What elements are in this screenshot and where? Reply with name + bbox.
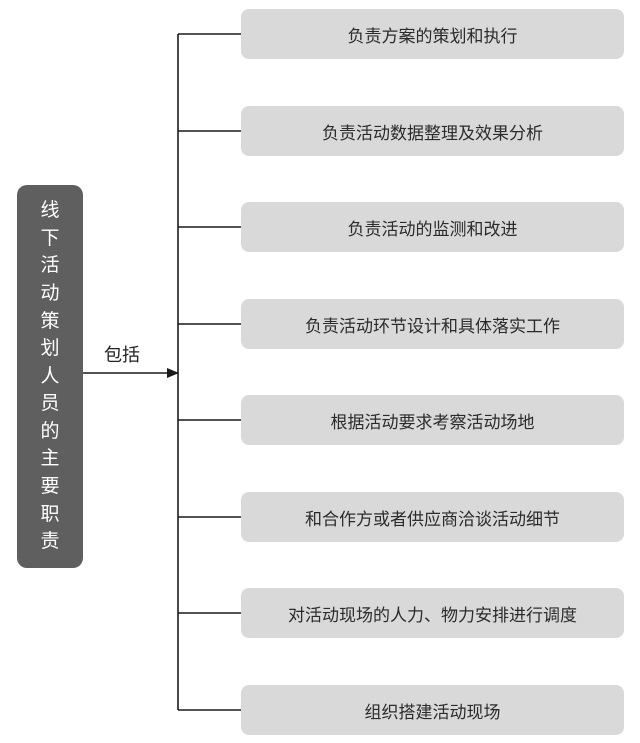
root-label-char: 责	[40, 530, 60, 553]
responsibility-item: 负责活动数据整理及效果分析	[241, 106, 624, 156]
root-label-char: 要	[40, 475, 60, 498]
root-label-char: 下	[40, 226, 60, 249]
responsibility-item: 负责方案的策划和执行	[241, 9, 624, 59]
responsibility-item: 和合作方或者供应商洽谈活动细节	[241, 492, 624, 542]
root-label-char: 员	[40, 392, 60, 415]
root-node: 线下活动策划人员的主要职责	[17, 185, 83, 568]
root-label-char: 职	[40, 502, 60, 525]
root-label-char: 策	[40, 309, 60, 332]
root-label-char: 活	[40, 254, 60, 277]
root-label-char: 动	[40, 281, 60, 304]
responsibility-item: 根据活动要求考察活动场地	[241, 395, 624, 445]
responsibility-item: 组织搭建活动现场	[241, 685, 624, 735]
root-label-char: 线	[40, 199, 60, 222]
edge-label-includes: 包括	[104, 345, 140, 366]
root-label-char: 的	[40, 419, 60, 442]
root-label-char: 人	[40, 364, 60, 387]
responsibility-item: 负责活动的监测和改进	[241, 202, 624, 252]
root-label-char: 划	[40, 337, 60, 360]
responsibility-item: 负责活动环节设计和具体落实工作	[241, 299, 624, 349]
responsibility-item: 对活动现场的人力、物力安排进行调度	[241, 588, 624, 638]
root-label-char: 主	[40, 447, 60, 470]
